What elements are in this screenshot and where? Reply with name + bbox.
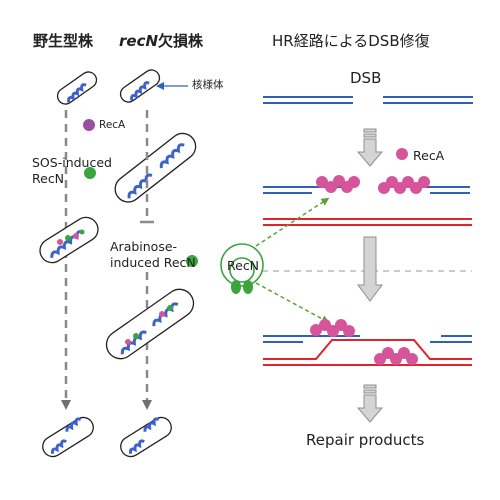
arabinose-recn-dot [186, 255, 198, 267]
arabinose-line1: Arabinose- [110, 239, 178, 254]
deletion-suffix: 欠損株 [158, 32, 204, 50]
arabinose-line2: induced RecN [110, 254, 196, 270]
dsb-strands [263, 96, 473, 104]
reca-left-label: RecA [99, 119, 126, 131]
recn-dimer-icon [220, 243, 264, 294]
wt-cell-3 [42, 416, 94, 458]
process-arrow-3 [356, 384, 384, 423]
sos-recn-dot [84, 167, 96, 179]
recn-arrow-down [255, 282, 330, 323]
reca-right-label: RecA [413, 148, 445, 163]
wt-cell-1 [56, 71, 98, 105]
recn-deletion-label: recN欠損株 [119, 34, 203, 49]
nucleoid-label: 核様体 [192, 79, 224, 91]
recn-gene-name: recN [119, 32, 159, 50]
wt-cell-2 [39, 216, 99, 264]
panel-title: HR経路によるDSB修復 [272, 32, 430, 50]
dsb-label: DSB [350, 69, 382, 87]
recn-center-label: RecN [227, 258, 260, 273]
wildtype-label: 野生型株 [33, 32, 94, 50]
reca-legend-dot [83, 119, 95, 131]
recn-cell-3 [105, 288, 195, 360]
repair-products-label: Repair products [306, 431, 425, 449]
recn-cell-1 [119, 69, 161, 103]
recn-cell-2 [114, 132, 197, 203]
process-arrow-1 [356, 128, 384, 167]
sos-recn-line1: SOS-induced [32, 155, 112, 170]
recn-cell-4 [120, 416, 172, 458]
process-arrow-2 [357, 236, 383, 302]
recn-arrow-up [255, 197, 330, 247]
invasion-stage [263, 319, 472, 366]
reca-right-dot [396, 148, 408, 160]
sos-recn-line2: RecN [32, 170, 65, 186]
resection-stage [263, 175, 472, 226]
arabinose-recn-label: Arabinose-induced RecN [110, 239, 196, 270]
